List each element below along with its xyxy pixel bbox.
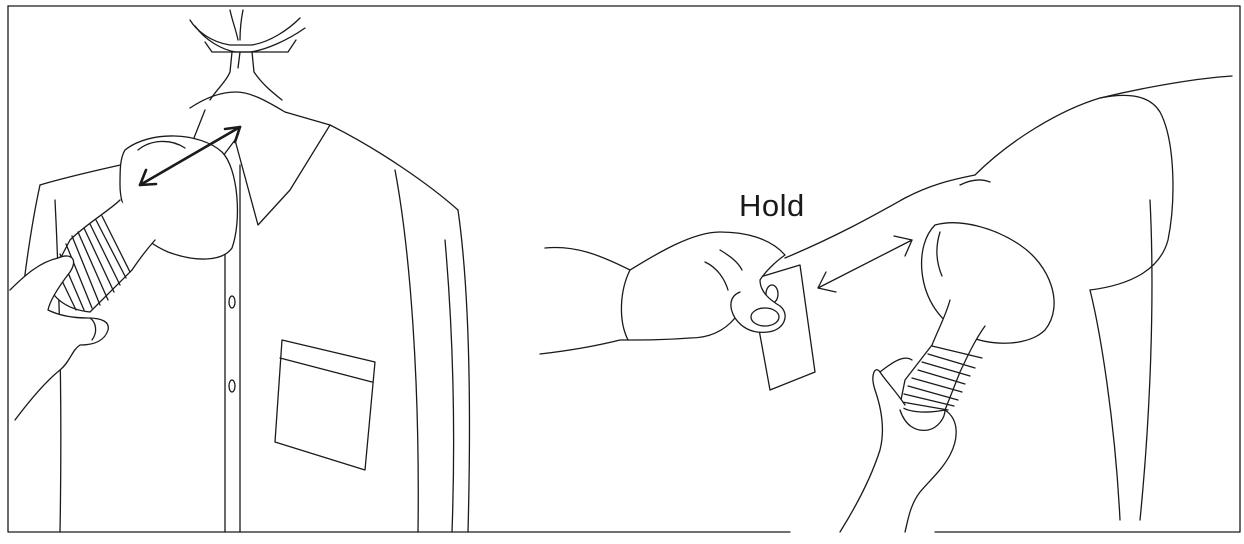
right-hand-holding — [539, 231, 786, 355]
left-steamer-head — [119, 135, 239, 260]
sleeve — [784, 75, 1233, 521]
right-double-arrow — [817, 235, 913, 293]
right-hand-steaming — [839, 357, 957, 533]
frame-border — [7, 5, 1241, 533]
left-hand — [9, 255, 109, 421]
left-double-arrow — [138, 125, 242, 187]
hanger-hook — [189, 9, 306, 101]
hanging-shirt — [17, 91, 471, 533]
right-steamer-handle — [899, 299, 986, 413]
left-steamer-handle — [47, 199, 156, 313]
hold-label: Hold — [739, 188, 805, 223]
